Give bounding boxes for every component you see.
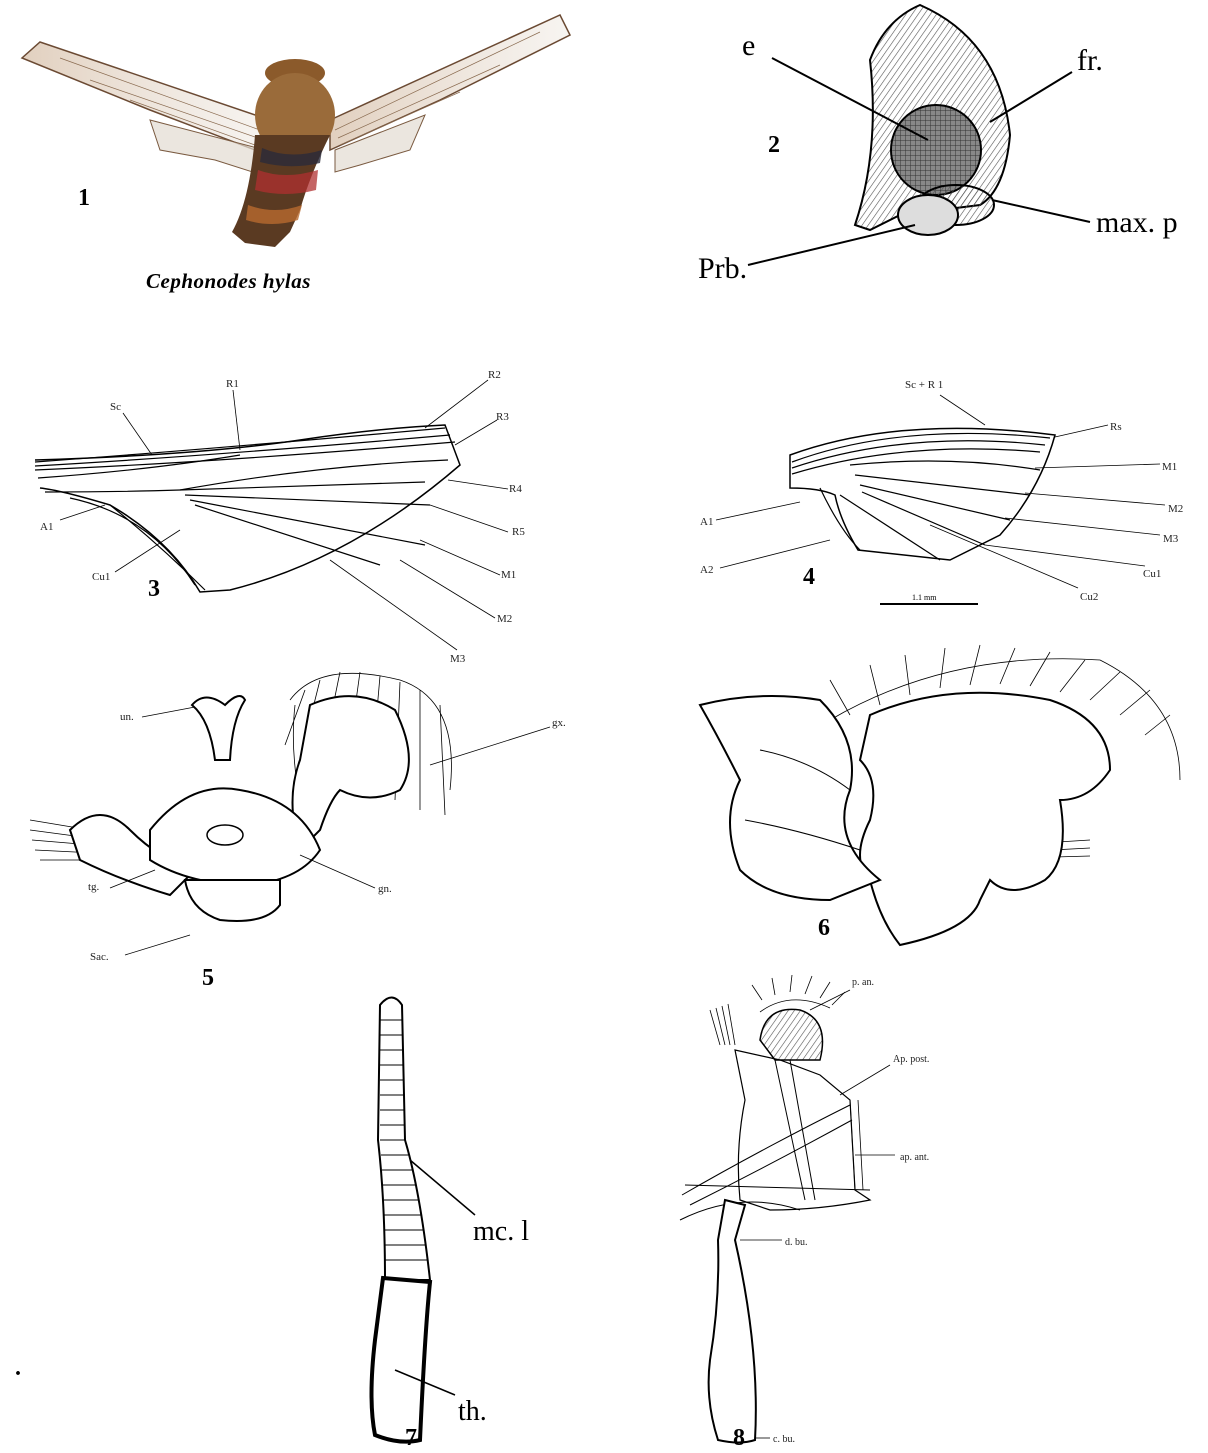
saccus <box>185 880 280 921</box>
species-caption: Cephonodes hylas <box>146 269 311 293</box>
figure-6-genitalia-lateral: 6 <box>700 645 1180 945</box>
label-valva: gx. <box>552 717 566 729</box>
label-eye: e <box>742 29 755 62</box>
label-gnathos: gn. <box>378 883 392 895</box>
figure-1-moth-photo: Cephonodes hylas 1 <box>22 15 570 293</box>
label-cu1-hind: Cu1 <box>1143 568 1161 580</box>
left-forewing <box>22 42 270 150</box>
label-th: th. <box>458 1396 487 1427</box>
label-ap-ant: ap. ant. <box>900 1152 929 1163</box>
label-a1-hind: A1 <box>700 516 713 528</box>
aedeagus-ribbed-part <box>378 998 430 1281</box>
label-r2: R2 <box>488 369 501 381</box>
ductus-bursae <box>709 1200 756 1443</box>
label-r1: R1 <box>226 378 239 390</box>
figure-number-3: 3 <box>148 576 160 602</box>
figure-number-2: 2 <box>768 132 780 158</box>
scale-bar-label: 1.1 mm <box>912 593 937 602</box>
figure-number-1: 1 <box>78 185 90 211</box>
label-m1-hind: M1 <box>1162 461 1177 473</box>
stray-dot: . <box>15 1355 21 1381</box>
figure-number-6: 6 <box>818 915 830 941</box>
compound-eye <box>891 105 981 195</box>
figure-number-8: 8 <box>733 1425 745 1451</box>
aedeagus-tube <box>372 1278 431 1442</box>
label-cu2: Cu2 <box>1080 591 1098 603</box>
label-p-ant: p. an. <box>852 977 874 988</box>
ovipositor-lobe <box>760 1009 823 1060</box>
label-a2: A2 <box>700 564 713 576</box>
uncus <box>192 696 245 760</box>
figure-number-5: 5 <box>202 965 214 991</box>
label-sc: Sc <box>110 401 121 413</box>
figure-8-female-genitalia: p. an. Ap. post. ap. ant. d. bu. c. bu. … <box>680 975 929 1451</box>
label-ap-post: Ap. post. <box>893 1054 929 1065</box>
label-maxillary-palp: max. p <box>1096 206 1178 239</box>
label-a1: A1 <box>40 521 53 533</box>
label-saccus: Sac. <box>90 951 109 963</box>
figure-7-aedeagus: mc. l th. 7 <box>372 998 530 1452</box>
label-m3-hind: M3 <box>1163 533 1179 545</box>
valva-right <box>293 696 409 850</box>
label-frons: fr. <box>1077 44 1103 77</box>
figure-number-7: 7 <box>405 1425 417 1451</box>
figure-3-forewing-venation: Sc R1 R2 R3 R4 R5 M1 M2 M3 Cu1 A1 3 <box>35 369 525 665</box>
genitalia-lateral-body <box>860 693 1110 945</box>
label-d-bu: d. bu. <box>785 1237 808 1248</box>
label-uncus: un. <box>120 711 134 723</box>
figure-number-4: 4 <box>803 564 815 590</box>
label-r4: R4 <box>509 483 522 495</box>
forewing-outline <box>35 425 460 592</box>
label-m2-hind: M2 <box>1168 503 1183 515</box>
label-r5: R5 <box>512 526 525 538</box>
figure-2-head-diagram: e fr. max. p Prb. 2 <box>698 5 1178 285</box>
figure-5-genitalia-diagram: un. gx. tg. gn. Sac. 5 <box>30 672 566 991</box>
label-m3: M3 <box>450 653 466 665</box>
label-cu1: Cu1 <box>92 571 110 583</box>
label-rs: Rs <box>1110 421 1122 433</box>
proboscis-coil <box>898 195 958 235</box>
label-tegumen: tg. <box>88 881 100 893</box>
figure-4-hindwing-venation: Sc + R 1 Rs M1 M2 M3 Cu1 Cu2 A1 A2 1.1 m… <box>700 379 1183 604</box>
label-c-bu: c. bu. <box>773 1434 795 1445</box>
label-proboscis: Prb. <box>698 252 747 285</box>
label-m1: M1 <box>501 569 516 581</box>
label-r3: R3 <box>496 411 509 423</box>
genitalia-lateral-left <box>700 696 880 900</box>
label-m2: M2 <box>497 613 512 625</box>
label-mc: mc. l <box>473 1216 529 1247</box>
label-sc-r1: Sc + R 1 <box>905 379 943 391</box>
